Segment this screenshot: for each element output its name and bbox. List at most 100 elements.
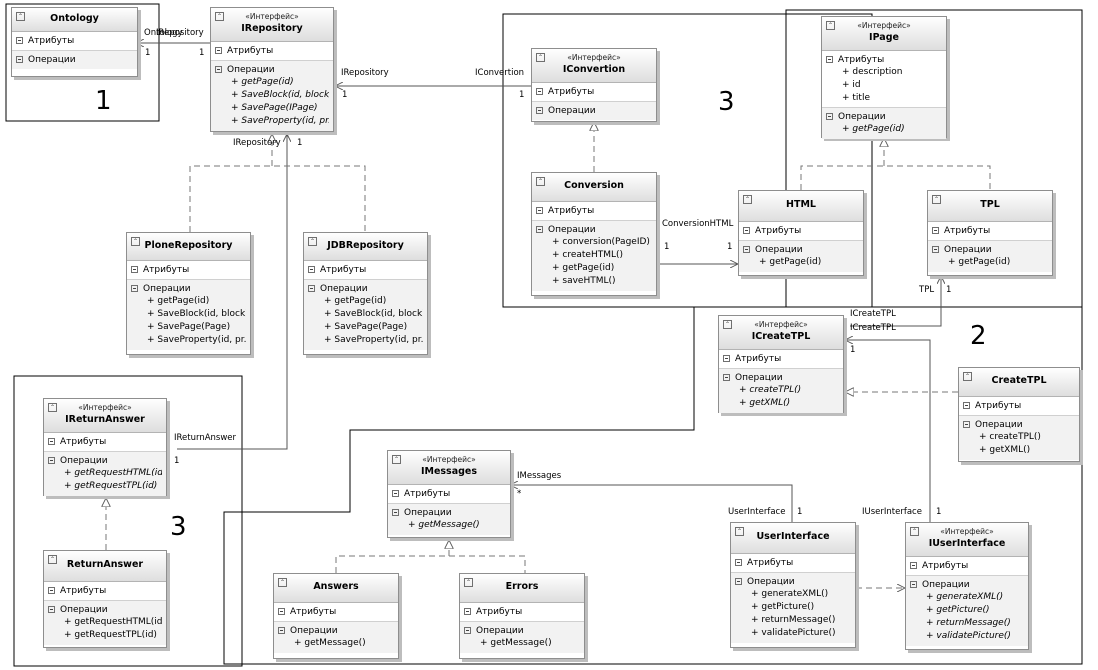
- operations-header[interactable]: Операции: [278, 625, 394, 637]
- operations-header[interactable]: Операции: [48, 604, 162, 616]
- operations-header[interactable]: Операции: [215, 64, 329, 76]
- class-html[interactable]: ⌃ HTML Атрибуты Операции + getPage(id): [738, 190, 864, 276]
- class-ipage[interactable]: ⌃ «Интерфейс» IPage Атрибуты + descripti…: [821, 16, 947, 139]
- operation-item: + generateXML(): [926, 592, 1004, 602]
- collapse-icon[interactable]: ⌃: [48, 403, 57, 412]
- operation-item: + getPage(id): [842, 124, 905, 134]
- collapse-icon[interactable]: ⌃: [536, 53, 545, 62]
- operations-header[interactable]: Операции: [932, 244, 1048, 256]
- class-header: ⌃ TPL: [928, 191, 1052, 222]
- class-name: IMessages: [420, 466, 478, 477]
- attributes-header[interactable]: Атрибуты: [392, 488, 506, 500]
- class-header: ⌃ CreateTPL: [959, 368, 1079, 397]
- collapse-icon[interactable]: ⌃: [215, 12, 224, 21]
- collapse-icon[interactable]: ⌃: [735, 527, 744, 536]
- class-plonerepository[interactable]: ⌃ PloneRepository Атрибуты Операции + ge…: [126, 232, 251, 355]
- class-header: ⌃ UserInterface: [731, 523, 855, 554]
- collapse-icon[interactable]: ⌃: [723, 320, 732, 329]
- operations-section: Операции + getPage(id) + SaveBlock(id, b…: [127, 280, 250, 350]
- operations-header[interactable]: Операции: [536, 224, 652, 236]
- minus-icon: [723, 374, 730, 381]
- operations-header[interactable]: Операции: [16, 54, 133, 66]
- attributes-header[interactable]: Атрибуты: [16, 35, 133, 47]
- collapse-icon[interactable]: ⌃: [464, 578, 473, 587]
- attributes-header[interactable]: Атрибуты: [743, 225, 859, 237]
- class-irepository[interactable]: ⌃ «Интерфейс» IRepository Атрибуты Опера…: [210, 7, 334, 132]
- attribute-item: + id: [842, 80, 861, 90]
- class-ireturnanswer[interactable]: ⌃ «Интерфейс» IReturnAnswer Атрибуты Опе…: [43, 398, 167, 496]
- edge-label-icreatetpl-mult: 1: [850, 345, 856, 355]
- attributes-header[interactable]: Атрибуты: [536, 205, 652, 217]
- minus-icon: [16, 56, 23, 63]
- operations-header[interactable]: Операции: [131, 283, 246, 295]
- class-iuserinterface[interactable]: ⌃ «Интерфейс» IUserInterface Атрибуты Оп…: [905, 522, 1029, 650]
- attributes-header[interactable]: Атрибуты: [131, 264, 246, 276]
- attributes-section: Атрибуты: [388, 485, 510, 504]
- class-jdbrepository[interactable]: ⌃ JDBRepository Атрибуты Операции + getP…: [303, 232, 428, 355]
- operations-header[interactable]: Операции: [464, 625, 580, 637]
- class-errors[interactable]: ⌃ Errors Атрибуты Операции + getMessage(…: [459, 573, 585, 659]
- collapse-icon[interactable]: ⌃: [131, 237, 140, 246]
- operations-header[interactable]: Операции: [536, 105, 652, 117]
- operations-header[interactable]: Операции: [826, 111, 942, 123]
- attributes-header[interactable]: Атрибуты: [723, 353, 839, 365]
- class-icreatetpl[interactable]: ⌃ «Интерфейс» ICreateTPL Атрибуты Операц…: [718, 315, 844, 413]
- class-tpl[interactable]: ⌃ TPL Атрибуты Операции + getPage(id): [927, 190, 1053, 276]
- collapse-icon[interactable]: ⌃: [963, 372, 972, 381]
- attributes-header[interactable]: Атрибуты: [48, 436, 162, 448]
- minus-icon: [48, 587, 55, 594]
- class-returnanswer[interactable]: ⌃ ReturnAnswer Атрибуты Операции + getRe…: [43, 550, 167, 648]
- class-iconvertion[interactable]: ⌃ «Интерфейс» IConvertion Атрибуты Опера…: [531, 48, 657, 122]
- operation-item: + getRequestTPL(id): [64, 481, 158, 491]
- minus-icon: [536, 107, 543, 114]
- class-header: ⌃ Conversion: [532, 173, 656, 202]
- class-name: IUserInterface: [928, 538, 1006, 549]
- operations-header[interactable]: Операции: [735, 576, 851, 588]
- collapse-icon[interactable]: ⌃: [743, 195, 752, 204]
- attributes-header[interactable]: Атрибуты: [308, 264, 423, 276]
- attributes-header[interactable]: Атрибуты: [826, 54, 942, 66]
- operations-header[interactable]: Операции: [743, 244, 859, 256]
- operation-item: + getPage(id): [231, 77, 294, 87]
- attributes-header[interactable]: Атрибуты: [536, 86, 652, 98]
- minus-icon: [215, 47, 222, 54]
- operation-item: + SaveProperty(id, pr...: [324, 335, 423, 345]
- attributes-header[interactable]: Атрибуты: [278, 606, 394, 618]
- class-ontology[interactable]: ⌃ Ontology Атрибуты Операции: [11, 7, 138, 77]
- collapse-icon[interactable]: ⌃: [910, 527, 919, 536]
- attributes-header[interactable]: Атрибуты: [48, 585, 162, 597]
- class-imessages[interactable]: ⌃ «Интерфейс» IMessages Атрибуты Операци…: [387, 450, 511, 538]
- class-answers[interactable]: ⌃ Answers Атрибуты Операции + getMessage…: [273, 573, 399, 659]
- collapse-icon[interactable]: ⌃: [48, 555, 57, 564]
- class-name: Ontology: [50, 13, 99, 24]
- collapse-icon[interactable]: ⌃: [392, 455, 401, 464]
- operation-item: + getPage(id): [147, 296, 210, 306]
- collapse-icon[interactable]: ⌃: [536, 177, 545, 186]
- attributes-header[interactable]: Атрибуты: [735, 557, 851, 569]
- operations-header[interactable]: Операции: [963, 419, 1075, 431]
- collapse-icon[interactable]: ⌃: [308, 237, 317, 246]
- operations-header[interactable]: Операции: [48, 455, 162, 467]
- class-createtpl[interactable]: ⌃ CreateTPL Атрибуты Операции + createTP…: [958, 367, 1080, 462]
- operations-section: Операции: [532, 102, 656, 120]
- operations-header[interactable]: Операции: [910, 579, 1024, 591]
- edge-label-icreatetpl-role-1: ICreateTPL: [850, 309, 896, 319]
- class-userinterface[interactable]: ⌃ UserInterface Атрибуты Операции + gene…: [730, 522, 856, 648]
- edge-label-irepository-role-top: IRepository: [156, 28, 204, 38]
- class-conversion[interactable]: ⌃ Conversion Атрибуты Операции + convers…: [531, 172, 657, 296]
- attributes-header[interactable]: Атрибуты: [963, 400, 1075, 412]
- collapse-icon[interactable]: ⌃: [16, 12, 25, 21]
- collapse-icon[interactable]: ⌃: [826, 21, 835, 30]
- attributes-header[interactable]: Атрибуты: [910, 560, 1024, 572]
- region-2-frame-top: [785, 9, 1083, 308]
- collapse-icon[interactable]: ⌃: [932, 195, 941, 204]
- attributes-header[interactable]: Атрибуты: [932, 225, 1048, 237]
- attributes-header[interactable]: Атрибуты: [215, 45, 329, 57]
- operations-header[interactable]: Операции: [308, 283, 423, 295]
- operations-header[interactable]: Операции: [392, 507, 506, 519]
- attributes-header[interactable]: Атрибуты: [464, 606, 580, 618]
- operations-header[interactable]: Операции: [723, 372, 839, 384]
- collapse-icon[interactable]: ⌃: [278, 578, 287, 587]
- operation-item: + SavePage(IPage): [231, 103, 318, 113]
- operation-item: + getXML(): [739, 398, 791, 408]
